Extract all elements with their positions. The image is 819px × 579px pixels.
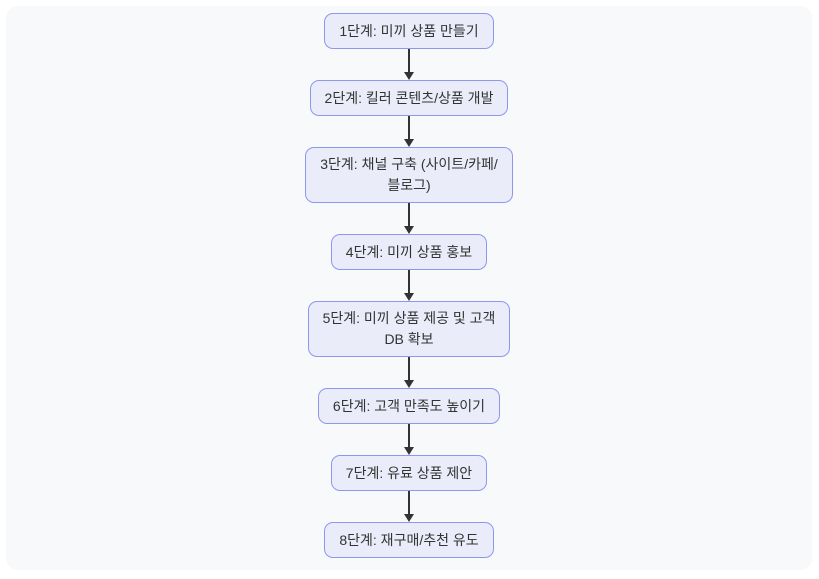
flow-node-step4: 4단계: 미끼 상품 홍보 bbox=[330, 234, 488, 270]
flow-arrow bbox=[404, 116, 414, 147]
arrow-line bbox=[408, 270, 410, 293]
arrow-line bbox=[408, 424, 410, 447]
flow-arrow bbox=[404, 424, 414, 455]
flow-node-label: 6단계: 고객 만족도 높이기 bbox=[332, 397, 486, 414]
flow-node-label: 2단계: 킬러 콘텐츠/상품 개발 bbox=[324, 89, 494, 106]
flow-node-label: 4단계: 미끼 상품 홍보 bbox=[345, 243, 473, 260]
arrow-line bbox=[408, 357, 410, 380]
arrowhead-icon bbox=[404, 293, 414, 301]
flow-node-label: 5단계: 미끼 상품 제공 및 고객 DB 확보 bbox=[322, 310, 496, 347]
flowchart: 1단계: 미끼 상품 만들기 2단계: 킬러 콘텐츠/상품 개발 3단계: 채널… bbox=[6, 13, 812, 558]
flow-node-step2: 2단계: 킬러 콘텐츠/상품 개발 bbox=[309, 80, 509, 116]
flow-arrow bbox=[404, 270, 414, 301]
arrowhead-icon bbox=[404, 380, 414, 388]
arrowhead-icon bbox=[404, 139, 414, 147]
arrowhead-icon bbox=[404, 226, 414, 234]
flow-arrow bbox=[404, 491, 414, 522]
flow-node-step3: 3단계: 채널 구축 (사이트/카페/ 블로그) bbox=[305, 147, 513, 203]
flow-arrow bbox=[404, 357, 414, 388]
flow-node-step7: 7단계: 유료 상품 제안 bbox=[330, 455, 488, 491]
flow-node-step6: 6단계: 고객 만족도 높이기 bbox=[317, 388, 501, 424]
flow-node-label: 1단계: 미끼 상품 만들기 bbox=[339, 22, 479, 39]
flow-node-step5: 5단계: 미끼 상품 제공 및 고객 DB 확보 bbox=[307, 301, 511, 357]
flow-arrow bbox=[404, 49, 414, 80]
diagram-canvas: 1단계: 미끼 상품 만들기 2단계: 킬러 콘텐츠/상품 개발 3단계: 채널… bbox=[6, 6, 812, 570]
flow-node-label: 3단계: 채널 구축 (사이트/카페/ 블로그) bbox=[320, 156, 498, 193]
flow-arrow bbox=[404, 203, 414, 234]
arrow-line bbox=[408, 49, 410, 72]
flow-node-step8: 8단계: 재구매/추천 유도 bbox=[324, 522, 494, 558]
flow-node-step1: 1단계: 미끼 상품 만들기 bbox=[324, 13, 494, 49]
arrow-line bbox=[408, 491, 410, 514]
arrowhead-icon bbox=[404, 514, 414, 522]
flow-node-label: 8단계: 재구매/추천 유도 bbox=[339, 531, 479, 548]
arrow-line bbox=[408, 203, 410, 226]
arrowhead-icon bbox=[404, 447, 414, 455]
arrow-line bbox=[408, 116, 410, 139]
arrowhead-icon bbox=[404, 72, 414, 80]
flow-node-label: 7단계: 유료 상품 제안 bbox=[345, 464, 473, 481]
